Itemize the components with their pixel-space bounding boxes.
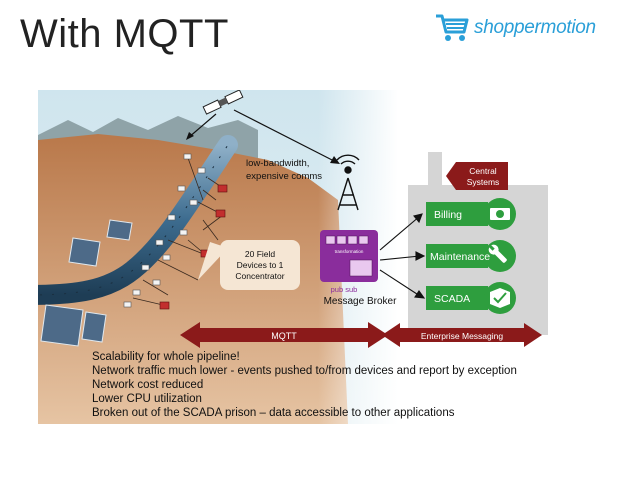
diagram-canvas: low-bandwidth, expensive comms 20 Field … <box>38 90 548 424</box>
money-icon <box>490 208 510 220</box>
list-item: Network traffic much lower - events push… <box>92 365 517 377</box>
box-check-icon <box>490 288 510 308</box>
list-item: Lower CPU utilization <box>92 393 202 405</box>
broker-transformation-label: transformation <box>335 249 364 254</box>
broker-label: Message Broker <box>324 296 397 307</box>
slide-title: With MQTT <box>20 12 229 56</box>
mqtt-architecture-diagram: low-bandwidth, expensive comms 20 Field … <box>38 90 548 424</box>
list-item: Scalability for whole pipeline! <box>92 351 240 363</box>
antenna-tower-icon <box>336 154 360 211</box>
mqtt-arrow <box>180 322 388 348</box>
system-billing-label: Billing <box>434 209 462 221</box>
central-line1: Central <box>469 166 497 176</box>
field-device-links <box>132 157 227 306</box>
logo-text: shoppermotion <box>474 17 596 38</box>
wrench-icon <box>488 244 507 263</box>
message-broker-box <box>320 230 378 282</box>
central-line2: Systems <box>467 177 500 187</box>
satellite-to-tower-arrow <box>233 109 337 163</box>
solar-panels <box>40 219 133 347</box>
list-item: Network cost reduced <box>92 379 204 391</box>
callout-line2: Devices to 1 <box>237 260 284 270</box>
enterprise-arrow-label: Enterprise Messaging <box>421 331 503 341</box>
callout-line1: 20 Field <box>245 249 276 259</box>
hillside-terrain <box>38 134 348 424</box>
enterprise-messaging-arrow <box>382 323 542 347</box>
system-scada <box>426 282 516 314</box>
system-maintenance <box>426 240 516 272</box>
list-item: Broken out of the SCADA prison – data ac… <box>92 407 455 419</box>
central-systems-banner <box>446 162 508 190</box>
benefits-list: Scalability for whole pipeline! Network … <box>92 350 517 420</box>
satellite-label-line1: low-bandwidth, <box>246 158 309 169</box>
satellite-to-field-arrow <box>187 113 217 139</box>
system-maintenance-label: Maintenance <box>430 251 490 263</box>
satellite-icon <box>202 90 244 115</box>
broker-to-systems-arrows <box>379 213 426 299</box>
shoppermotion-logo: shoppermotion <box>434 10 624 46</box>
mqtt-arrow-label: MQTT <box>271 331 297 341</box>
cart-icon <box>436 14 469 41</box>
field-devices-red <box>159 184 228 310</box>
system-scada-label: SCADA <box>434 293 470 305</box>
broker-pub-sub-label: pub sub <box>331 285 358 294</box>
satellite-label-line2: expensive comms <box>246 171 322 182</box>
concentrator-callout <box>198 240 300 290</box>
system-billing <box>426 198 516 230</box>
callout-line3: Concentrator <box>235 271 284 281</box>
field-devices-white <box>123 153 206 308</box>
